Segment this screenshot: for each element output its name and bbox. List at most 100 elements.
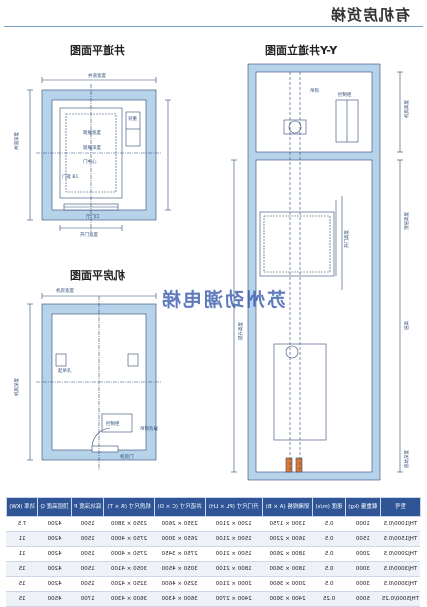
table-row: THJ3000/0.5 3000 0.5 2000 × 3600 2000 × … (6, 576, 421, 592)
table-cell: 2650 × 3000 (154, 531, 206, 547)
hoistway-plan (27, 77, 171, 232)
col-overhead: 顶层高度 Q (37, 497, 72, 517)
label-door-size: 门宽 B1 (62, 173, 79, 180)
label-hall-door: 厅门口 (86, 213, 100, 220)
table-cell: 15 (6, 561, 38, 577)
elevation-car (259, 211, 335, 277)
table-cell: 1500 (71, 561, 104, 577)
machine-room-labels: 机房宽度 机房深度 控制柜 起吊孔 机房门 吊钩负载 (13, 287, 158, 460)
spec-table-header: 型号 载重量 (kg) 速度 (m/s) 轿厢规格 (A × B) 开门尺寸 (… (6, 497, 421, 517)
buffer-right (295, 457, 303, 473)
label-car-width: 轿厢宽度 (83, 129, 101, 136)
table-cell: 0.5 (312, 546, 346, 562)
label-pit-depth: 底坑深度 (403, 450, 410, 468)
table-cell: 1000 (345, 516, 381, 532)
table-cell: THJ2000/0.5 (380, 546, 421, 562)
label-door-width: 开门宽度 (80, 231, 98, 238)
table-cell: 3600 × 4300 (154, 591, 206, 607)
label-hoistway-depth: 井道深度 (13, 132, 20, 150)
hoistway-inner (51, 99, 147, 211)
table-cell: 1500 × 2100 (205, 546, 263, 562)
col-pit-depth: 底坑深度 P (71, 497, 104, 517)
table-cell: 2000 × 2100 (205, 576, 263, 592)
table-row: THJ5000/0.25 5000 0.25 2400 × 3600 2400 … (6, 591, 421, 607)
table-cell: 4200 (37, 516, 72, 532)
label-floor-height: 层高 (403, 321, 410, 330)
label-travel-height: 提升高度 (237, 322, 244, 340)
table-cell: 4200 (37, 561, 72, 577)
table-cell: 1800 × 3600 (262, 561, 313, 577)
label-hook-load: 吊钩负载 (140, 425, 158, 432)
col-hoistway-size: 井道尺寸 (C × D) (154, 497, 206, 517)
table-cell: 4200 (37, 546, 72, 562)
col-power: 功率 (KW) (6, 497, 38, 517)
label-hoist-hole: 起吊孔 (58, 367, 72, 374)
label-machine-room-width: 机房宽度 (56, 287, 74, 294)
table-row: THJ1000/0.5 1000 0.5 1300 × 1750 1200 × … (6, 516, 421, 532)
label-counterweight: 对重 (128, 115, 137, 122)
col-door-size: 开门尺寸 (PL × LH) (205, 497, 263, 517)
table-cell: 3600 × 4300 (103, 591, 155, 607)
table-cell: 4500 (37, 591, 72, 607)
hoist-hole-right (127, 353, 139, 367)
col-model: 型号 (380, 497, 421, 517)
table-cell: 1500 (345, 531, 381, 547)
table-cell: 15 (6, 576, 38, 592)
table-cell: 4200 (37, 531, 72, 547)
table-cell: 4200 (37, 576, 72, 592)
table-cell: 15 (6, 591, 38, 607)
table-cell: 2000 × 3600 (262, 576, 313, 592)
table-cell: 0.5 (312, 576, 346, 592)
table-cell: 1800 × 2600 (262, 546, 313, 562)
table-cell: 11 (6, 546, 38, 562)
label-access-door: 机房门 (120, 453, 134, 460)
table-cell: 1500 × 2100 (205, 531, 263, 547)
table-cell: 1600 × 2200 (262, 531, 313, 547)
label-controller-plan: 控制柜 (106, 420, 120, 427)
hoistway-section (255, 159, 373, 473)
table-cell: 2350 × 3800 (103, 516, 155, 532)
table-cell: 2000 (345, 546, 381, 562)
col-load: 载重量 (kg) (345, 497, 381, 517)
table-row: THJ1500/0.5 1500 0.5 1600 × 2200 1500 × … (6, 531, 421, 547)
table-cell: 3250 × 4200 (103, 576, 155, 592)
table-cell: 1800 × 2100 (205, 561, 263, 577)
table-cell: THJ5000/0.25 (380, 591, 421, 607)
machine-room-plan (27, 293, 162, 470)
table-cell: 3050 × 4100 (103, 561, 155, 577)
table-cell: 2400 × 3600 (262, 591, 313, 607)
hoist-hole-left (55, 353, 67, 367)
title-divider (4, 26, 423, 27)
hoistway-plan-labels: 井道宽度 轿厢宽度 轿厢深度 门中心 开门宽度 门宽 B1 厅门口 对重 井道深… (13, 72, 137, 238)
access-door (91, 445, 119, 453)
table-cell: 1200 × 2100 (205, 516, 263, 532)
controller-box (101, 413, 133, 433)
table-cell: 1500 (71, 531, 104, 547)
table-cell: THJ1500/0.5 (380, 531, 421, 547)
company-watermark: 苏州劲潮电梯 (160, 289, 287, 311)
table-cell: 0.5 (312, 516, 346, 532)
label-hook: 吊钩 (310, 87, 319, 94)
label-hoistway-width: 井道宽度 (88, 72, 106, 79)
table-cell: 0.25 (312, 591, 346, 607)
table-cell: 1500 (71, 576, 104, 592)
table-cell: 2750 × 4000 (103, 531, 155, 547)
table-cell: 11 (6, 531, 38, 547)
table-cell: 0.5 (312, 561, 346, 577)
table-cell: 2750 × 3450 (154, 546, 206, 562)
spec-table: 型号 载重量 (kg) 速度 (m/s) 轿厢规格 (A × B) 开门尺寸 (… (6, 497, 421, 607)
table-cell: 3250 × 4600 (154, 576, 206, 592)
col-machine-room-size: 机房尺寸 (R × T) (103, 497, 155, 517)
table-cell: 3000 (345, 576, 381, 592)
machine-room-section (255, 71, 373, 153)
table-cell: 1300 × 1750 (262, 516, 313, 532)
elevation-labels: 吊钩 控制柜 机房高度 顶层高度 层高 底坑深度 提升高度 开门高度 (237, 87, 410, 468)
table-cell: 7.5 (6, 516, 38, 532)
label-controller: 控制柜 (338, 91, 352, 98)
table-cell: 1700 (71, 591, 104, 607)
table-cell: THJ3000/0.5 (380, 576, 421, 592)
col-car-size: 轿厢规格 (A × B) (262, 497, 313, 517)
table-cell: 5000 (345, 591, 381, 607)
table-row: THJ2000/0.5 2000 0.5 1800 × 2600 1500 × … (6, 546, 421, 562)
